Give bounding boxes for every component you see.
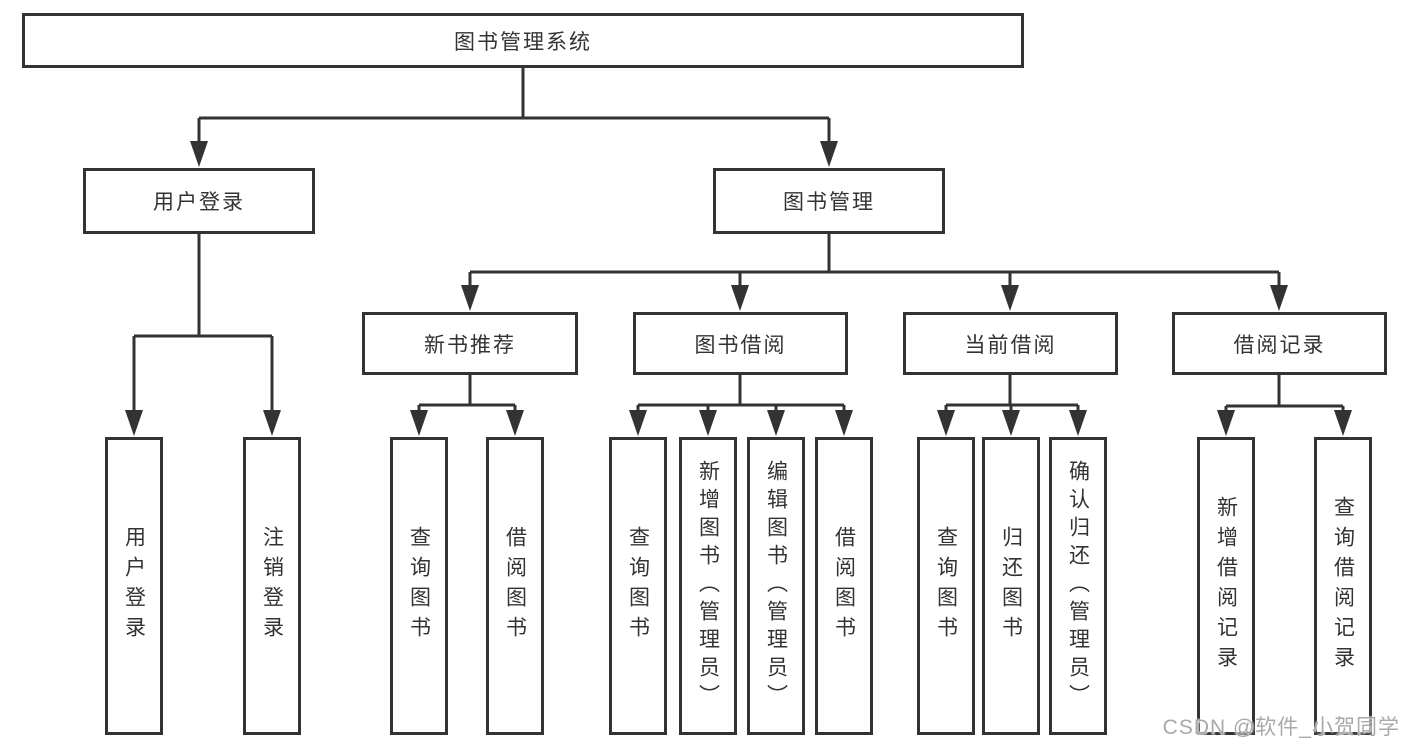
- tree-edges: [132, 68, 1345, 415]
- node-book-management-label: 图书管理: [783, 191, 875, 214]
- watermark: CSDN @软件_小贺同学: [1162, 716, 1400, 739]
- leaf-query-borrow-record-label: 查询借阅记录: [1331, 496, 1355, 676]
- leaf-borrow-books-recommend: 借阅图书: [486, 437, 544, 735]
- node-current-borrowing-label: 当前借阅: [964, 333, 1057, 357]
- leaf-user-login: 用户登录: [105, 437, 163, 735]
- leaf-confirm-return-admin-label: 确认归还（管理员）: [1066, 460, 1090, 712]
- node-root-label: 图书管理系统: [454, 30, 592, 54]
- leaf-query-books-current: 查询图书: [917, 437, 975, 735]
- leaf-confirm-return-admin: 确认归还（管理员）: [1049, 437, 1107, 735]
- node-current-borrowing: 当前借阅: [903, 312, 1118, 375]
- leaf-add-borrow-record-label: 新增借阅记录: [1214, 496, 1238, 676]
- node-new-book-recommendation-label: 新书推荐: [424, 333, 516, 357]
- leaf-query-books-current-label: 查询图书: [934, 526, 958, 646]
- leaf-query-books-recommend-label: 查询图书: [407, 526, 431, 646]
- leaf-edit-book-admin: 编辑图书（管理员）: [747, 437, 805, 735]
- leaf-logout-label: 注销登录: [260, 526, 284, 646]
- leaf-borrow-books-borrowing-label: 借阅图书: [832, 526, 856, 646]
- arrowheads: [125, 141, 1352, 436]
- node-user-login: 用户登录: [83, 168, 315, 234]
- node-root: 图书管理系统: [22, 13, 1024, 68]
- leaf-edit-book-admin-label: 编辑图书（管理员）: [764, 460, 788, 712]
- leaf-add-borrow-record: 新增借阅记录: [1197, 437, 1255, 735]
- leaf-query-books-borrowing: 查询图书: [609, 437, 667, 735]
- node-book-management: 图书管理: [713, 168, 945, 234]
- leaf-query-books-borrowing-label: 查询图书: [626, 526, 650, 646]
- node-borrowing-records-label: 借阅记录: [1233, 333, 1326, 357]
- leaf-query-borrow-record: 查询借阅记录: [1314, 437, 1372, 735]
- leaf-user-login-label: 用户登录: [122, 526, 146, 646]
- leaf-borrow-books-borrowing: 借阅图书: [815, 437, 873, 735]
- leaf-logout: 注销登录: [243, 437, 301, 735]
- node-book-borrowing: 图书借阅: [633, 312, 848, 375]
- leaf-add-book-admin-label: 新增图书（管理员）: [696, 460, 720, 712]
- node-new-book-recommendation: 新书推荐: [362, 312, 578, 375]
- leaf-borrow-books-recommend-label: 借阅图书: [503, 526, 527, 646]
- leaf-return-books: 归还图书: [982, 437, 1040, 735]
- node-borrowing-records: 借阅记录: [1172, 312, 1387, 375]
- node-book-borrowing-label: 图书借阅: [694, 333, 787, 357]
- leaf-query-books-recommend: 查询图书: [390, 437, 448, 735]
- leaf-return-books-label: 归还图书: [999, 526, 1023, 646]
- node-user-login-label: 用户登录: [153, 191, 245, 214]
- leaf-add-book-admin: 新增图书（管理员）: [679, 437, 737, 735]
